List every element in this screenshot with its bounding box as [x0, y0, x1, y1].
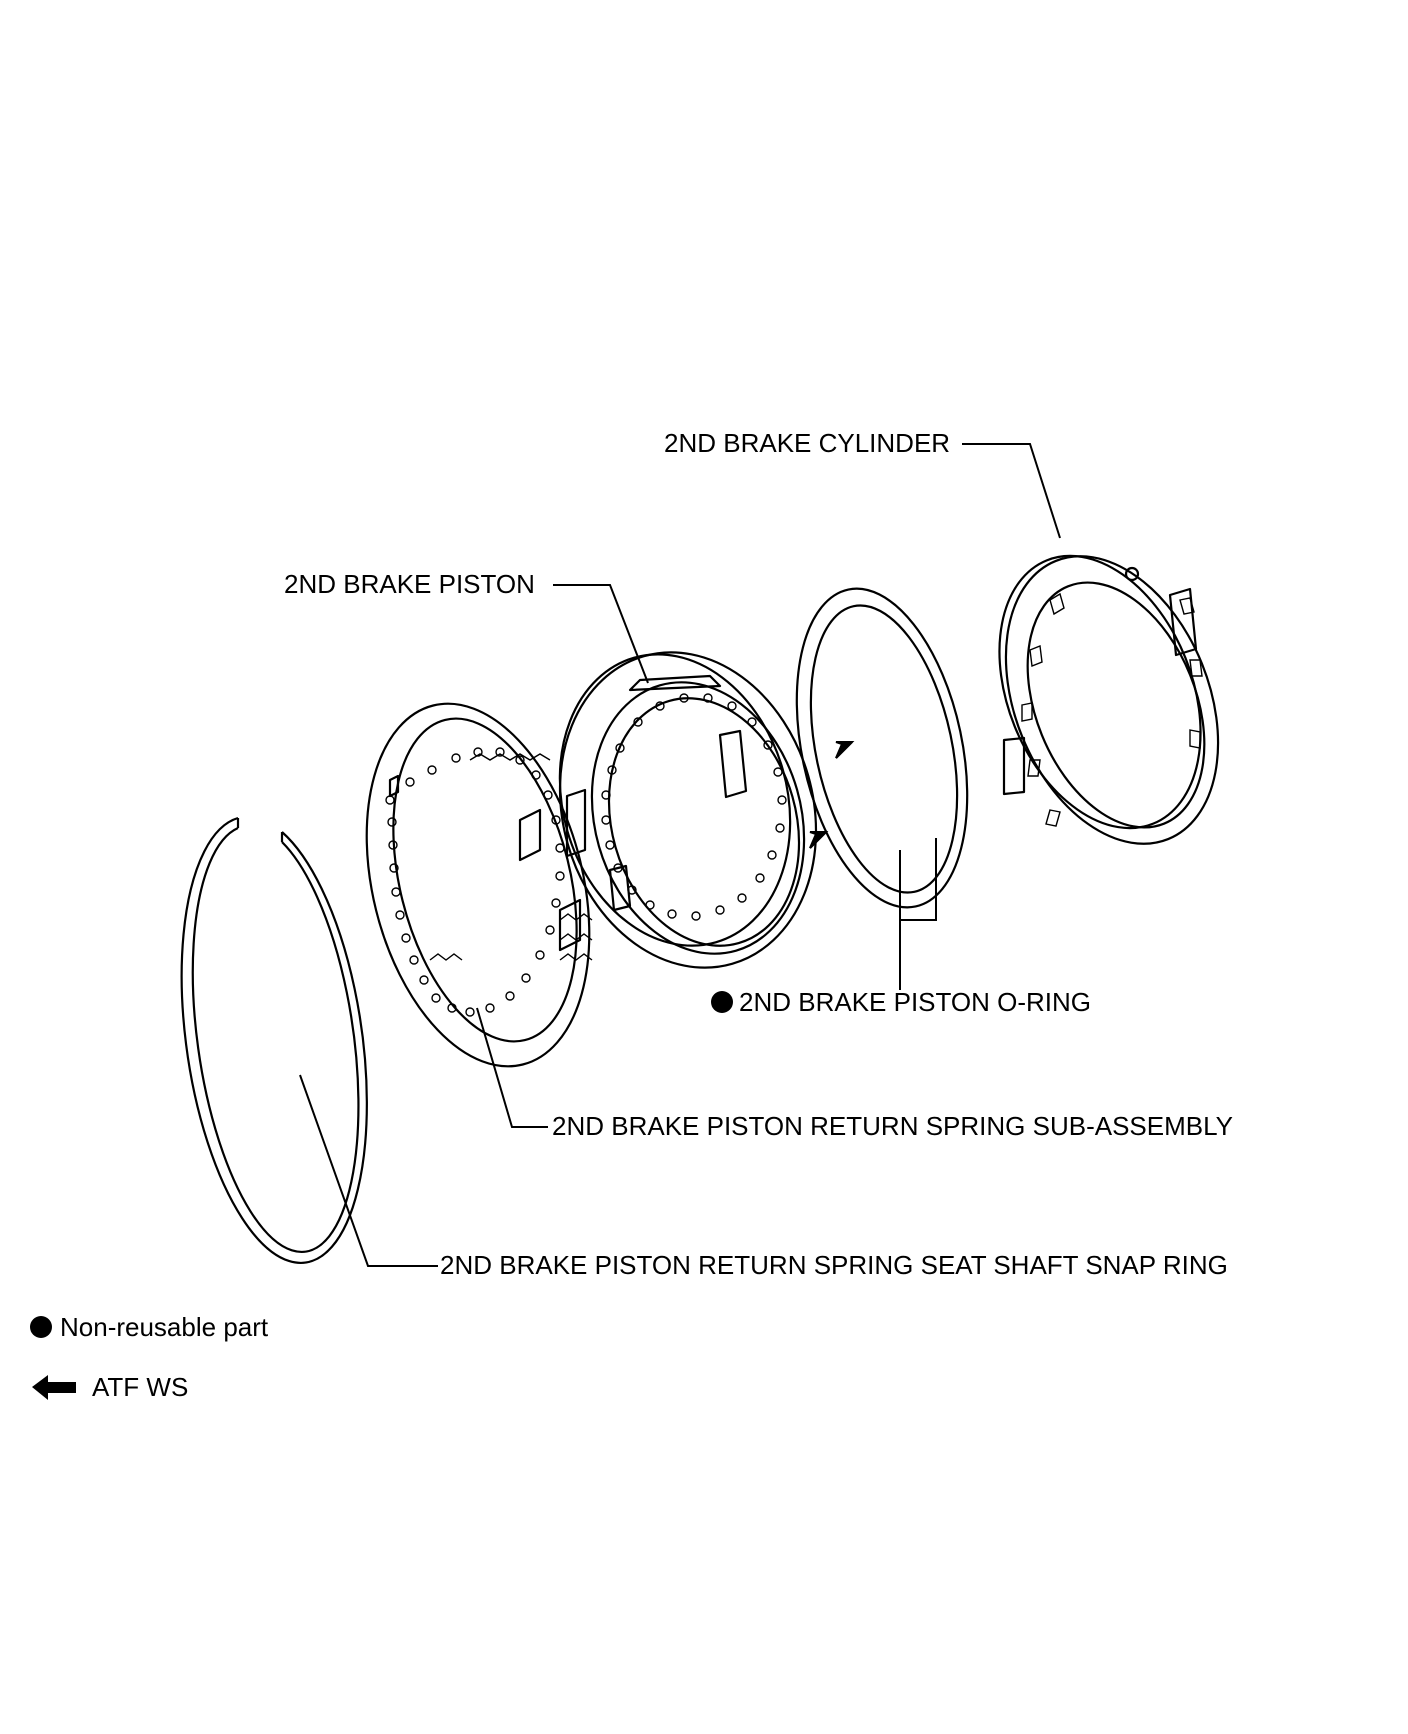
label-snap-ring: 2ND BRAKE PISTON RETURN SPRING SEAT SHAF… [440, 1250, 1228, 1280]
snap-ring [180, 816, 368, 1264]
label-cylinder: 2ND BRAKE CYLINDER [664, 428, 950, 458]
left-arrow-icon [32, 1375, 76, 1400]
leader-snap-ring [299, 1074, 438, 1267]
label-piston: 2ND BRAKE PISTON [284, 569, 535, 599]
leader-o-ring [899, 838, 937, 990]
atf-ws-arrow-upper [835, 741, 855, 759]
legend-atf: ATF WS [92, 1372, 188, 1402]
leader-cylinder [962, 443, 1061, 539]
piston-o-rings [795, 587, 969, 909]
atf-ws-arrow-lower [809, 831, 829, 849]
legend: Non-reusable part ATF WS [30, 1312, 269, 1402]
brake-cylinder [998, 554, 1220, 845]
leader-piston [553, 584, 649, 684]
label-return-spring: 2ND BRAKE PISTON RETURN SPRING SUB-ASSEM… [552, 1111, 1233, 1141]
leader-return-spring [476, 1007, 548, 1128]
non-reusable-icon [711, 991, 733, 1013]
return-spring-sub-assembly [365, 702, 593, 1068]
brake-piston [558, 651, 818, 969]
legend-non-reusable: Non-reusable part [60, 1312, 269, 1342]
label-o-ring: 2ND BRAKE PISTON O-RING [739, 987, 1091, 1017]
filled-circle-icon [30, 1316, 52, 1338]
